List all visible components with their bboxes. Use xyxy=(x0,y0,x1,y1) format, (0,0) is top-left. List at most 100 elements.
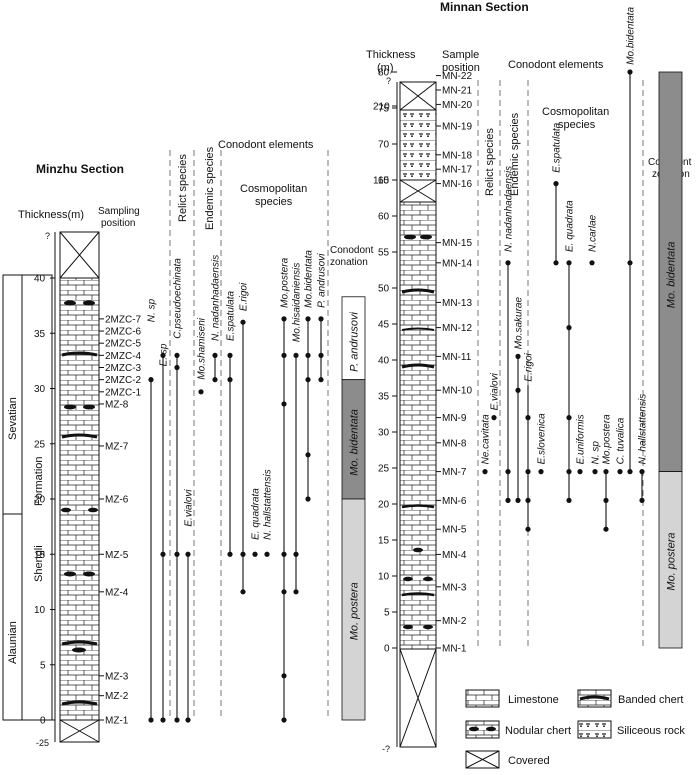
nodular-chert-icon xyxy=(423,624,433,630)
species-label: N. nadanhadaensis xyxy=(504,166,515,252)
occurrence-dot xyxy=(281,551,287,557)
axis-tick-label: 20 xyxy=(34,495,46,506)
occurrence-dot xyxy=(198,389,204,395)
species-label: E. sp xyxy=(159,343,170,366)
occurrence-dot xyxy=(515,387,521,393)
sample-label: MN-22 xyxy=(442,71,472,82)
sample-label: MN-2 xyxy=(442,616,467,627)
sample-label: MN-1 xyxy=(442,644,467,655)
occurrence-dot xyxy=(240,589,246,595)
sample-label: 2MZC-1 xyxy=(105,387,142,398)
sample-label: 2MZC-6 xyxy=(105,327,142,338)
nodular-chert-icon xyxy=(413,547,423,553)
occurrence-dot xyxy=(160,717,166,723)
axis-tick-label: 5 xyxy=(384,608,390,619)
axis-tick-label: 25 xyxy=(378,464,390,475)
sample-label: MN-5 xyxy=(442,525,467,536)
occurrence-dot xyxy=(293,551,299,557)
occurrence-dot xyxy=(240,319,246,325)
occurrence-dot xyxy=(293,589,299,595)
occurrence-dot xyxy=(592,469,598,475)
legend-covered: Covered xyxy=(508,755,550,767)
minnan-conodont-elements-label: Conodont elements xyxy=(508,59,604,71)
occurrence-dot xyxy=(318,377,324,383)
minzhu-cosmopolitan-label-line1: Cosmopolitan xyxy=(240,183,307,195)
occurrence-dot xyxy=(305,496,311,502)
stage-lower-label: Alaunian xyxy=(7,621,19,664)
banded-chert-icon xyxy=(401,363,435,369)
occurrence-dot xyxy=(305,452,311,458)
occurrence-dot xyxy=(617,469,623,475)
banded-chert-icon xyxy=(401,327,435,331)
minzhu-sampling-label-line2: position xyxy=(101,218,135,229)
occurrence-dot xyxy=(627,469,633,475)
axis-tick-label: 15 xyxy=(34,550,46,561)
occurrence-dot xyxy=(212,377,218,383)
occurrence-dot xyxy=(525,526,531,532)
sample-label: MN-9 xyxy=(442,413,467,424)
minnan-section: Minnan Section Thickness (m) Sample posi… xyxy=(366,0,692,754)
sample-label: MN-18 xyxy=(442,150,472,161)
legend-limestone: Limestone xyxy=(508,694,559,706)
occurrence-dot xyxy=(627,260,633,266)
nodular-chert-icon xyxy=(404,234,416,240)
axis-tick-label: 15 xyxy=(378,536,390,547)
formation-name: Shengli xyxy=(33,545,45,582)
nodular-chert-icon xyxy=(64,404,76,410)
minnan-lithology-column xyxy=(399,81,437,748)
species-label: P. andrusovi xyxy=(317,253,328,308)
occurrence-dot xyxy=(281,401,287,407)
minzhu-section: Minzhu Section Thickness(m) Sampling pos… xyxy=(2,139,374,748)
zone-label: Mo. bidentata xyxy=(666,242,678,309)
sample-label: MZ-4 xyxy=(105,587,129,598)
occurrence-dot xyxy=(240,551,246,557)
minzhu-cosmopolitan-label-line2: species xyxy=(255,196,293,208)
occurrence-dot xyxy=(505,469,511,475)
occurrence-dot xyxy=(627,69,633,75)
occurrence-dot xyxy=(515,353,521,359)
occurrence-dot xyxy=(566,260,572,266)
species-label: N. hallstattensis xyxy=(263,469,274,540)
minzhu-relict-label: Relict species xyxy=(177,154,189,222)
axis-tick-label: 110 xyxy=(373,176,389,187)
limestone-interval xyxy=(399,201,437,650)
occurrence-dot xyxy=(515,497,521,503)
banded-chert-icon xyxy=(401,504,435,509)
banded-chert-icon xyxy=(61,700,98,706)
minnan-thickness-label-line1: Thickness xyxy=(366,49,416,61)
minzhu-lithology-column xyxy=(59,231,100,743)
minzhu-axis-bottom-marker: -25 xyxy=(36,738,49,748)
axis-tick-label: 60 xyxy=(378,212,390,223)
minnan-thickness-axis: ? -? 05101520253035404550556065707580110… xyxy=(373,68,398,754)
occurrence-dot xyxy=(305,377,311,383)
occurrence-dot xyxy=(227,551,233,557)
occurrence-dot xyxy=(603,469,609,475)
banded-chert-icon xyxy=(401,592,435,597)
covered-icon xyxy=(465,750,500,769)
occurrence-dot xyxy=(160,551,166,557)
covered-icon xyxy=(399,648,437,748)
covered-icon xyxy=(399,81,437,111)
occurrence-dot xyxy=(305,352,311,358)
formation-label: Formation xyxy=(33,456,45,506)
occurrence-dot xyxy=(538,469,544,475)
species-label: E.spatulata xyxy=(552,122,563,172)
occurrence-dot xyxy=(639,469,645,475)
minnan-section-title: Minnan Section xyxy=(440,0,529,14)
legend-siliceous-rock: Siliceous rock xyxy=(617,725,685,737)
sample-label: MN-12 xyxy=(442,323,472,334)
sample-label: MZ-2 xyxy=(105,691,129,702)
sample-label: MN-11 xyxy=(442,352,472,363)
minnan-sampling-label-line1: Sample xyxy=(442,49,479,61)
occurrence-dot xyxy=(185,551,191,557)
sample-label: MN-3 xyxy=(442,582,467,593)
occurrence-dot xyxy=(281,316,287,322)
formation-column xyxy=(21,274,53,721)
occurrence-dot xyxy=(639,497,645,503)
occurrence-dot xyxy=(505,260,511,266)
sample-label: MN-4 xyxy=(442,550,467,561)
minnan-cosmopolitan-label-line1: Cosmopolitan xyxy=(542,106,609,118)
species-label: Mo.hisaidaniensis xyxy=(292,263,303,343)
occurrence-dot xyxy=(212,352,218,358)
